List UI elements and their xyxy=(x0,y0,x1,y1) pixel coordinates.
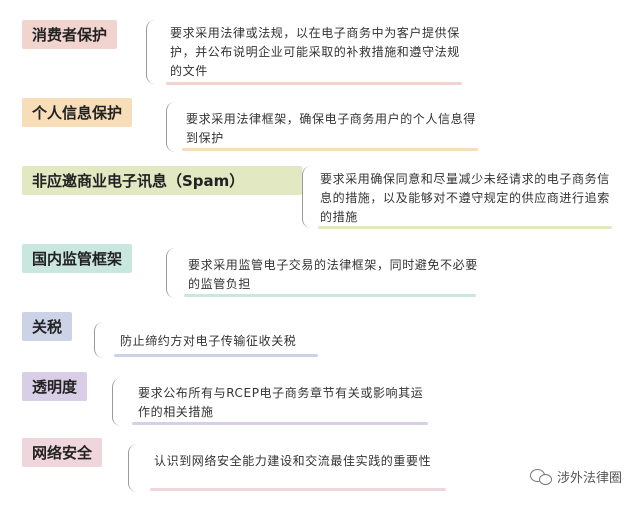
underline xyxy=(132,422,428,425)
item-description: 要求公布所有与RCEP电子商务章节有关或影响其运作的相关措施 xyxy=(138,386,424,419)
item-description: 要求采用法律或法规，以在电子商务中为客户提供保护，并公布说明企业可能采取的补救措… xyxy=(170,26,460,78)
item-label: 非应邀商业电子讯息（Spam） xyxy=(22,166,302,195)
label-text: 非应邀商业电子讯息（Spam） xyxy=(32,172,245,190)
item-description: 要求采用确保同意和尽量减少未经请求的电子商务信息的措施，以及能够对不遵守规定的供… xyxy=(320,172,610,224)
watermark-text: 涉外法律圈 xyxy=(556,471,622,486)
brace xyxy=(166,102,175,152)
brace xyxy=(302,166,311,228)
item-label: 关税 xyxy=(22,312,73,341)
label-text: 网络安全 xyxy=(32,444,93,462)
underline xyxy=(114,354,318,357)
label-text: 个人信息保护 xyxy=(32,104,123,122)
underline xyxy=(166,82,462,85)
item-label: 个人信息保护 xyxy=(22,98,133,127)
wechat-icon xyxy=(529,468,552,485)
item-description: 要求采用法律框架，确保电子商务用户的个人信息得到保护 xyxy=(186,112,476,145)
item-description: 防止缔约方对电子传输征收关税 xyxy=(120,334,297,348)
underline xyxy=(182,148,478,151)
watermark: 涉外法律圈 xyxy=(529,467,622,486)
item-label: 网络安全 xyxy=(22,438,103,467)
label-text: 透明度 xyxy=(32,378,78,396)
item-label: 国内监管框架 xyxy=(22,244,133,273)
label-text: 消费者保护 xyxy=(32,26,108,44)
label-text: 关税 xyxy=(32,318,63,336)
brace xyxy=(112,378,121,426)
label-text: 国内监管框架 xyxy=(32,250,123,268)
underline xyxy=(184,294,476,297)
underline xyxy=(150,488,446,491)
brace xyxy=(128,444,137,492)
item-description: 认识到网络安全能力建设和交流最佳实践的重要性 xyxy=(154,454,432,468)
item-label: 透明度 xyxy=(22,372,88,401)
item-description: 要求采用监管电子交易的法律框架，同时避免不必要的监管负担 xyxy=(188,258,478,291)
brace xyxy=(94,322,103,358)
underline xyxy=(318,226,612,229)
item-label: 消费者保护 xyxy=(22,20,118,49)
brace xyxy=(166,248,175,298)
brace xyxy=(146,20,155,84)
